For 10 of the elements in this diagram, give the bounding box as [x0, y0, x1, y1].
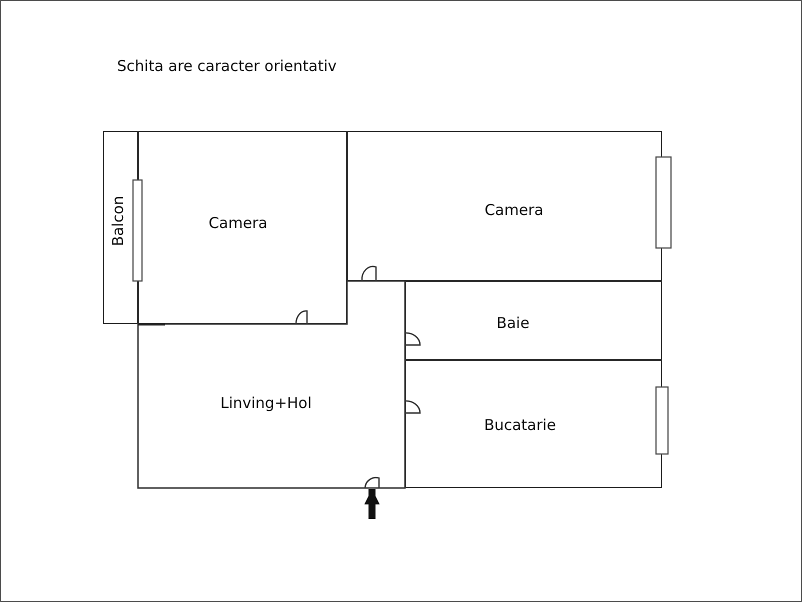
plan-note: Schita are caracter orientativ — [117, 57, 337, 75]
room-label: Baie — [496, 314, 530, 332]
room-label: Camera — [208, 214, 268, 232]
room-label: Linving+Hol — [220, 394, 312, 412]
room-label: Balcon — [109, 196, 127, 246]
room-label: Bucatarie — [484, 416, 556, 434]
room-outline — [405, 281, 662, 360]
entrance-arrow — [364, 489, 380, 519]
room-outline — [138, 281, 405, 488]
room-label: Camera — [484, 201, 544, 219]
